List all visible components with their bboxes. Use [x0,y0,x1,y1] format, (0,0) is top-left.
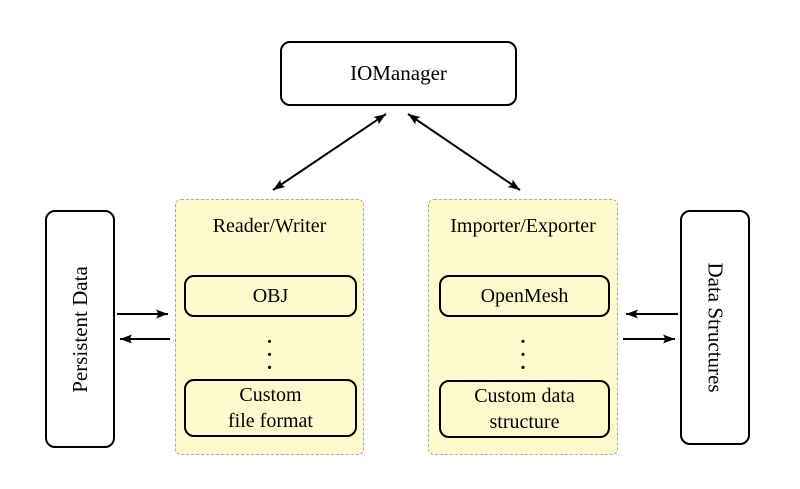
obj-node: OBJ [184,275,357,317]
importer-exporter-title: Importer/Exporter [450,215,596,237]
custom-file-format-node: Custom file format [184,379,357,437]
iomanager-node: IOManager [280,41,517,106]
arrow-iomanager-readerwriter [272,113,387,191]
importer-exporter-group: Importer/Exporter OpenMesh . . . Custom … [428,199,618,455]
persistent-data-label: Persistent Data [67,265,92,393]
custom-data-structure-node: Custom data structure [439,380,610,438]
iomanager-label: IOManager [350,61,447,85]
arrow-iomanager-importerexporter [407,113,521,191]
obj-label: OBJ [252,285,289,307]
custom-file-format-label-line2: file format [228,410,313,432]
custom-file-format-label-line1: Custom [239,384,302,406]
data-structures-label: Data Structures [703,262,728,393]
reader-writer-ellipsis-icon: . . . [267,326,272,374]
openmesh-node: OpenMesh [439,275,610,317]
importer-exporter-ellipsis-icon: . . . [520,326,526,374]
openmesh-label: OpenMesh [480,285,569,307]
custom-data-structure-label-line1: Custom data [474,385,575,407]
persistent-data-node: Persistent Data [45,210,115,448]
reader-writer-group: Reader/Writer OBJ . . . Custom file form… [175,199,364,455]
reader-writer-title: Reader/Writer [212,215,327,237]
data-structures-node: Data Structures [680,210,750,445]
custom-data-structure-label-line2: structure [489,411,560,433]
